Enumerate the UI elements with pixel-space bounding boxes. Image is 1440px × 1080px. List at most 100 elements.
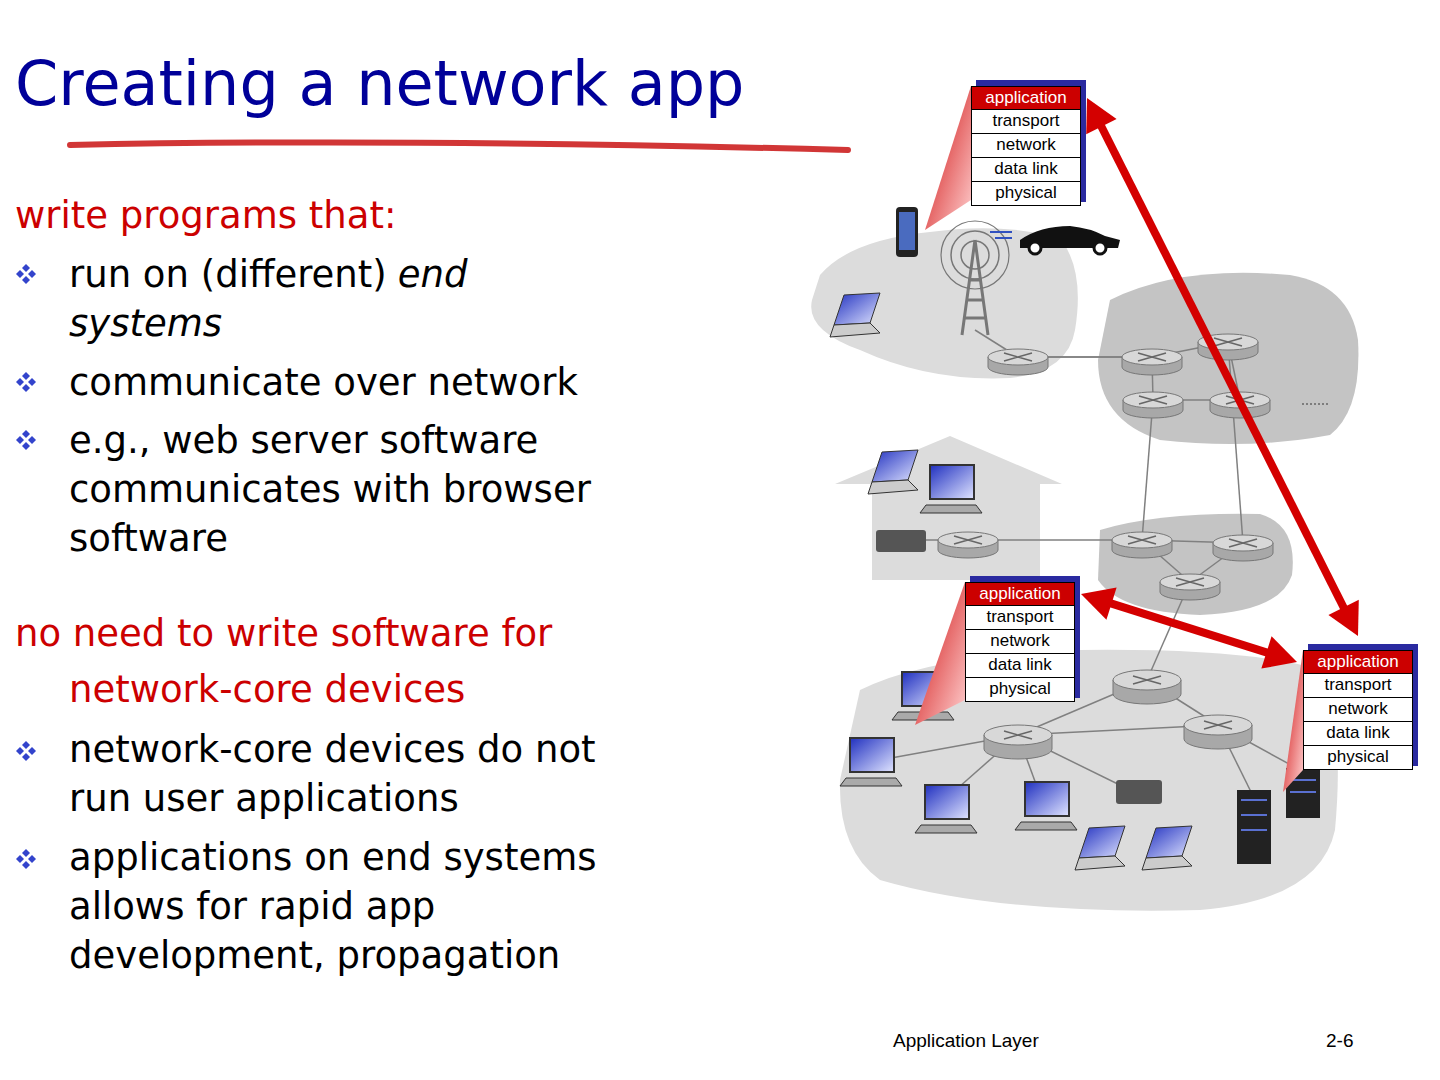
protocol-layer-box: network bbox=[1303, 698, 1413, 722]
router-mark bbox=[954, 536, 982, 544]
bullet-diamond bbox=[22, 861, 30, 869]
router-mark bbox=[1128, 536, 1156, 544]
arrow-shaft bbox=[1108, 602, 1271, 653]
bullet-text: network-core devices do not run user app… bbox=[69, 725, 629, 823]
router-mark bbox=[1138, 353, 1166, 361]
bullet-diamond bbox=[22, 264, 30, 272]
laptop-screen bbox=[834, 293, 880, 325]
laptop-base bbox=[868, 480, 918, 494]
bullet-diamond bbox=[28, 270, 36, 278]
router-top bbox=[1213, 535, 1273, 551]
laptop-screen bbox=[1079, 826, 1125, 858]
monitor bbox=[1025, 782, 1069, 816]
router-mark bbox=[1229, 539, 1257, 547]
router-top bbox=[1123, 392, 1183, 408]
router-mark bbox=[1204, 721, 1232, 729]
monitor bbox=[930, 465, 974, 499]
layer-name: data link bbox=[994, 159, 1057, 178]
router-top bbox=[1113, 670, 1181, 690]
bullet-diamond bbox=[22, 442, 30, 450]
bullet-diamond bbox=[22, 741, 30, 749]
bullet-diamond bbox=[16, 747, 24, 755]
router-mark bbox=[1004, 353, 1032, 361]
layer-name: network bbox=[996, 135, 1056, 154]
keyboard bbox=[840, 778, 902, 786]
network-link bbox=[1228, 342, 1243, 543]
layer-name: transport bbox=[986, 607, 1053, 626]
laptop-base bbox=[830, 323, 880, 337]
bullet-diamond bbox=[22, 276, 30, 284]
monitor bbox=[925, 785, 969, 819]
layer-name: network bbox=[1328, 699, 1388, 718]
layer-name: application bbox=[979, 584, 1060, 603]
bullet-diamond bbox=[16, 855, 24, 863]
laptop-base bbox=[1142, 856, 1192, 870]
layer-name: application bbox=[985, 88, 1066, 107]
bullet-diamond bbox=[28, 855, 36, 863]
layer-name: network bbox=[990, 631, 1050, 650]
network-link bbox=[1142, 400, 1153, 540]
bullet-diamond bbox=[22, 372, 30, 380]
protocol-layer-box: transport bbox=[1303, 674, 1413, 698]
layer-name: physical bbox=[995, 183, 1056, 202]
application-arrow bbox=[1086, 98, 1359, 636]
layer-name: physical bbox=[989, 679, 1050, 698]
layer-name: transport bbox=[1324, 675, 1391, 694]
laptop-screen bbox=[872, 450, 918, 482]
router-mark bbox=[1133, 676, 1161, 684]
bullet-diamond bbox=[16, 436, 24, 444]
router-mark bbox=[1176, 578, 1204, 586]
router-top bbox=[988, 349, 1048, 365]
laptop-base bbox=[1075, 856, 1125, 870]
section-heading: write programs that: bbox=[15, 188, 635, 244]
bullet-diamond bbox=[28, 378, 36, 386]
layer-name: transport bbox=[992, 111, 1059, 130]
protocol-layer-box: physical bbox=[965, 678, 1075, 702]
bullet-text: communicate over network bbox=[69, 358, 669, 407]
monitor bbox=[850, 738, 894, 772]
router-mark bbox=[1004, 731, 1032, 739]
bullet-text: applications on end systems allows for r… bbox=[69, 833, 614, 980]
protocol-layer-box: physical bbox=[971, 182, 1081, 206]
protocol-layer-box: physical bbox=[1303, 746, 1413, 770]
application-layer-box: application bbox=[971, 86, 1081, 110]
bullet-diamond bbox=[22, 384, 30, 392]
router-top bbox=[938, 532, 998, 548]
protocol-layer-box: network bbox=[965, 630, 1075, 654]
section-heading: no need to write software for network-co… bbox=[15, 606, 645, 718]
bullet-diamond bbox=[28, 436, 36, 444]
bullet-diamond bbox=[28, 747, 36, 755]
protocol-layer-box: data link bbox=[965, 654, 1075, 678]
bullet-diamond bbox=[22, 430, 30, 438]
bullet-diamond bbox=[22, 753, 30, 761]
router-mark bbox=[1139, 396, 1167, 404]
bullet-diamond bbox=[16, 378, 24, 386]
bullet-text: run on (different) bbox=[69, 253, 387, 296]
bullet-diamond bbox=[22, 849, 30, 857]
bullet-text: run on (different)end systems bbox=[69, 250, 569, 348]
footer-text: Application Layer bbox=[893, 1029, 1093, 1053]
router-top bbox=[1184, 715, 1252, 735]
protocol-layer-box: data link bbox=[971, 158, 1081, 182]
router-top bbox=[1160, 574, 1220, 590]
laptop-screen bbox=[1146, 826, 1192, 858]
application-layer-box: application bbox=[1303, 650, 1413, 674]
layer-name: physical bbox=[1327, 747, 1388, 766]
page-number: 2-6 bbox=[1326, 1029, 1386, 1053]
router-top bbox=[1112, 532, 1172, 548]
router-top bbox=[1122, 349, 1182, 365]
protocol-layer-box: data link bbox=[1303, 722, 1413, 746]
slide-title: Creating a network app bbox=[15, 48, 744, 120]
router-mark bbox=[1214, 338, 1242, 346]
layer-name: data link bbox=[988, 655, 1051, 674]
router-top bbox=[984, 725, 1052, 745]
bullet-text: e.g., web server software communicates w… bbox=[69, 416, 629, 563]
arrow-shaft bbox=[1100, 123, 1346, 611]
keyboard bbox=[915, 825, 977, 833]
keyboard bbox=[920, 505, 982, 513]
protocol-layer-box: transport bbox=[965, 606, 1075, 630]
bullet-diamond bbox=[16, 270, 24, 278]
protocol-layer-box: network bbox=[971, 134, 1081, 158]
keyboard bbox=[1015, 822, 1077, 830]
layer-name: data link bbox=[1326, 723, 1389, 742]
